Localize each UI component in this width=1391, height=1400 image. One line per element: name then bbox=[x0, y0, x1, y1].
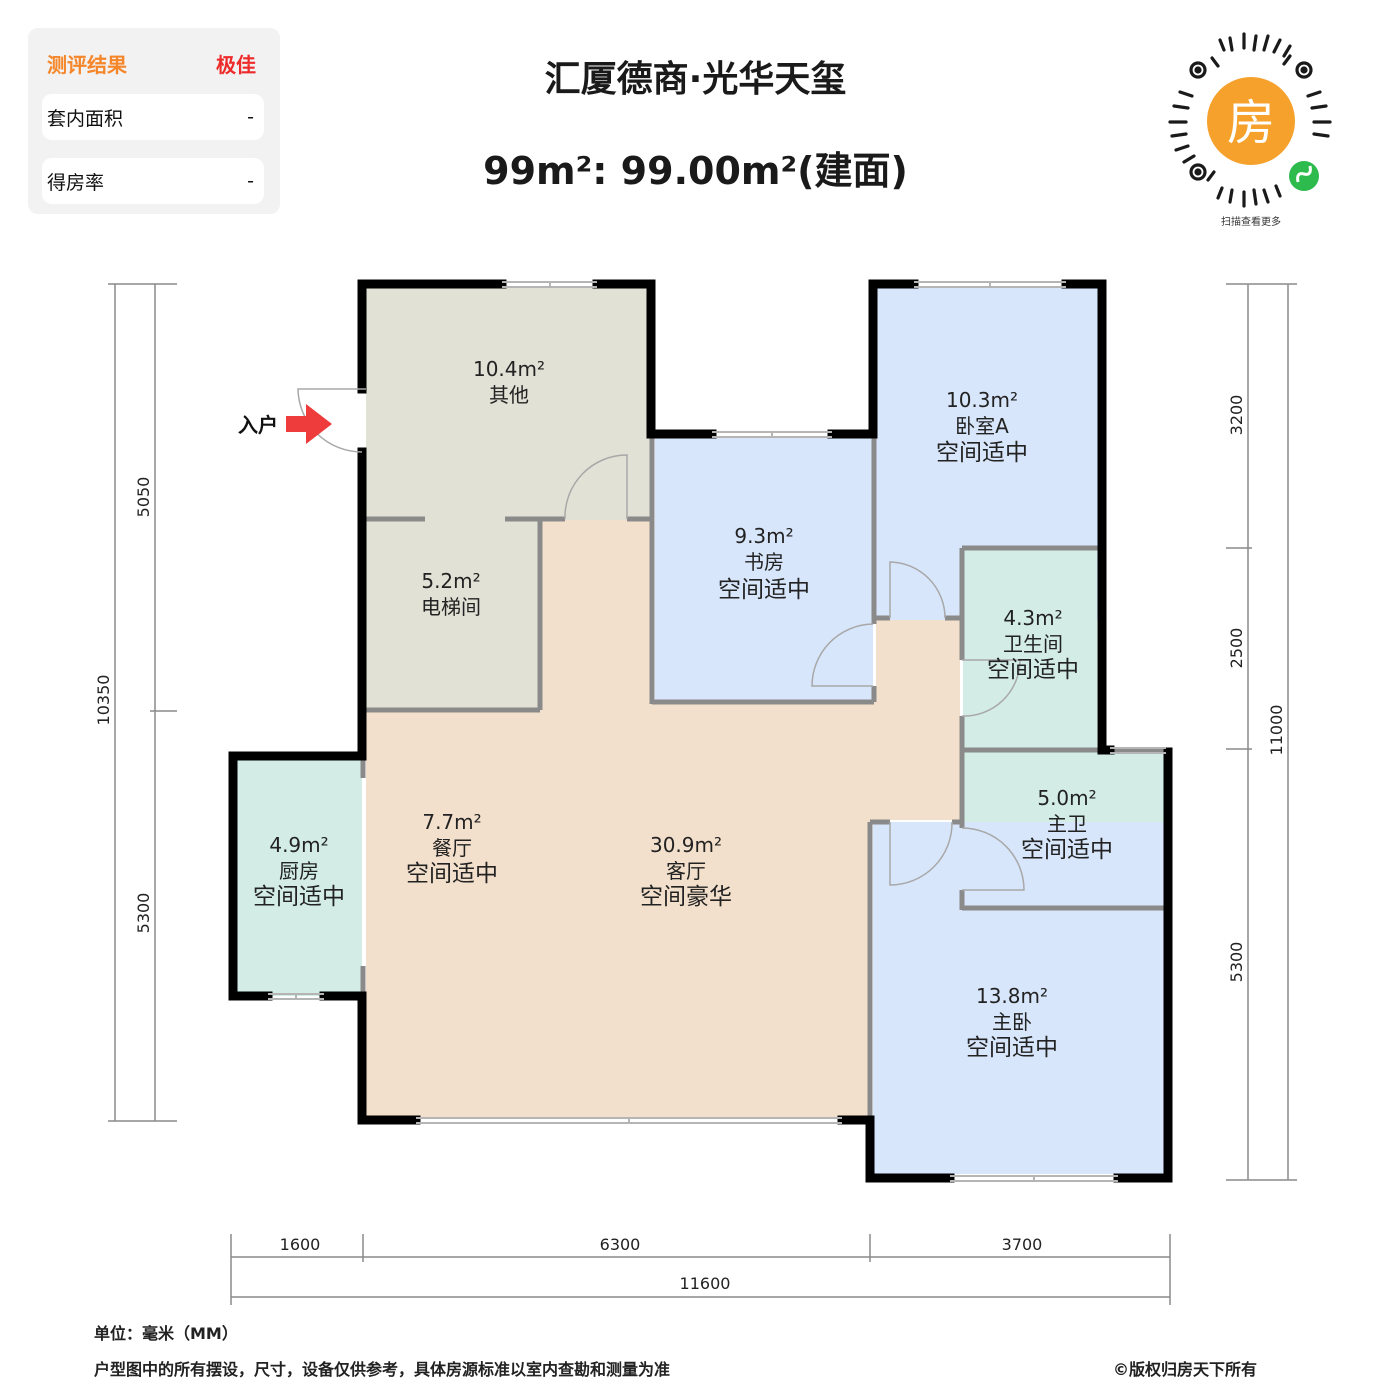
qr-dots-icon bbox=[1168, 32, 1332, 208]
door-icon bbox=[961, 659, 1021, 717]
entrance-label: 入户 bbox=[238, 413, 278, 437]
window-icon bbox=[712, 431, 832, 438]
room-rating: 空间适中 bbox=[987, 657, 1079, 683]
dim-bottom-3: 3700 bbox=[1002, 1235, 1043, 1254]
windows bbox=[268, 281, 1166, 1182]
evaluation-card: 测评结果 极佳 套内面积 - 得房率 - bbox=[28, 28, 280, 214]
room-area: 10.4m² bbox=[473, 357, 545, 381]
dim-right-total: 11000 bbox=[1267, 705, 1286, 756]
room-name: 其他 bbox=[489, 383, 529, 407]
dim-left-total: 10350 bbox=[94, 675, 113, 726]
dim-right-1: 3200 bbox=[1227, 395, 1246, 436]
room-study-fill bbox=[655, 438, 873, 702]
evaluation-row-inner-area: 套内面积 - bbox=[42, 94, 264, 140]
door-icon bbox=[889, 561, 946, 619]
room-fills bbox=[236, 288, 1168, 1174]
evaluation-title: 测评结果 bbox=[47, 52, 127, 77]
room-rating: 空间豪华 bbox=[640, 884, 732, 910]
room-name: 主卧 bbox=[992, 1010, 1032, 1034]
room-name: 卫生间 bbox=[1003, 632, 1063, 656]
room-elevator-fill bbox=[366, 520, 540, 710]
dim-right-2: 2500 bbox=[1227, 628, 1246, 669]
copyright: ©版权归房天下所有 bbox=[1113, 1360, 1258, 1379]
project-title: 汇厦德商·光华天玺 bbox=[544, 59, 847, 100]
dim-bottom-2: 6300 bbox=[600, 1235, 641, 1254]
door-icon bbox=[961, 827, 1025, 891]
row-value: - bbox=[247, 106, 254, 128]
window-icon bbox=[502, 281, 597, 288]
room-rating: 空间适中 bbox=[406, 861, 498, 887]
room-area: 30.9m² bbox=[650, 833, 722, 857]
room-name: 餐厅 bbox=[432, 836, 472, 860]
evaluation-row-efficiency: 得房率 - bbox=[42, 158, 264, 204]
dimension-lines bbox=[108, 283, 1297, 1305]
room-area: 5.0m² bbox=[1037, 786, 1096, 810]
dim-left-lower: 5300 bbox=[134, 893, 153, 934]
evaluation-header: 测评结果 极佳 bbox=[47, 48, 256, 78]
row-label: 套内面积 bbox=[47, 107, 124, 130]
window-icon bbox=[268, 993, 324, 1000]
room-rating: 空间适中 bbox=[1021, 837, 1113, 863]
interior-partitions bbox=[360, 438, 1168, 1118]
room-labels: 10.4m² 其他 5.2m² 电梯间 9.3m² 书房 空间适中 10.3m²… bbox=[253, 357, 1113, 1061]
room-name: 卧室A bbox=[955, 414, 1009, 438]
window-icon bbox=[416, 1117, 842, 1124]
room-rating: 空间适中 bbox=[936, 440, 1028, 466]
room-living-dining-fill bbox=[366, 520, 960, 1118]
room-area: 5.2m² bbox=[421, 569, 480, 593]
room-bathroom-fill bbox=[963, 550, 1097, 748]
room-area: 4.3m² bbox=[1003, 606, 1062, 630]
window-icon bbox=[950, 1175, 1118, 1182]
qr-center-glyph: 房 bbox=[1227, 95, 1275, 151]
room-area: 4.9m² bbox=[269, 833, 328, 857]
room-master-bedroom-fill bbox=[873, 822, 1167, 1174]
disclaimer: 户型图中的所有摆设，尺寸，设备仅供参考，具体房源标准以室内查勘和测量为准 bbox=[94, 1360, 671, 1379]
unit-note: 单位：毫米（MM） bbox=[94, 1324, 238, 1343]
qr-caption: 扫描查看更多 bbox=[1221, 217, 1281, 228]
dim-bottom-total: 11600 bbox=[680, 1274, 731, 1293]
room-kitchen-fill bbox=[236, 760, 362, 996]
room-name: 厨房 bbox=[279, 859, 319, 883]
room-name: 客厅 bbox=[666, 859, 706, 883]
dim-right-3: 5300 bbox=[1227, 942, 1246, 983]
exterior-walls bbox=[228, 279, 1173, 1183]
room-name: 主卫 bbox=[1047, 812, 1087, 836]
door-icon bbox=[889, 821, 953, 886]
qr-center-badge bbox=[1207, 77, 1295, 165]
room-name: 书房 bbox=[744, 550, 784, 574]
room-rating: 空间适中 bbox=[966, 1035, 1058, 1061]
row-label: 得房率 bbox=[47, 171, 105, 194]
room-area: 7.7m² bbox=[422, 810, 481, 834]
room-name: 电梯间 bbox=[421, 595, 481, 619]
room-area: 13.8m² bbox=[976, 984, 1048, 1008]
room-rating: 空间适中 bbox=[718, 577, 810, 603]
room-area: 9.3m² bbox=[734, 524, 793, 548]
area-summary: 99m²: 99.00m²(建面) bbox=[483, 149, 908, 193]
entrance-arrow-icon bbox=[286, 404, 332, 444]
room-rating: 空间适中 bbox=[253, 884, 345, 910]
room-other-fill bbox=[366, 288, 651, 520]
window-icon bbox=[914, 281, 1066, 288]
room-area: 10.3m² bbox=[946, 388, 1018, 412]
dim-bottom-1: 1600 bbox=[280, 1235, 321, 1254]
door-icon bbox=[564, 454, 628, 520]
dimension-labels: 5050 5300 10350 3200 2500 5300 11000 160… bbox=[94, 395, 1286, 1293]
dim-left-upper: 5050 bbox=[134, 477, 153, 518]
mini-program-glyph-icon bbox=[1296, 165, 1312, 183]
window-icon bbox=[1110, 747, 1166, 754]
row-value: - bbox=[247, 170, 254, 192]
evaluation-grade: 极佳 bbox=[216, 52, 256, 77]
door-icon bbox=[811, 623, 874, 687]
qr-code[interactable]: 房 bbox=[1160, 30, 1342, 212]
